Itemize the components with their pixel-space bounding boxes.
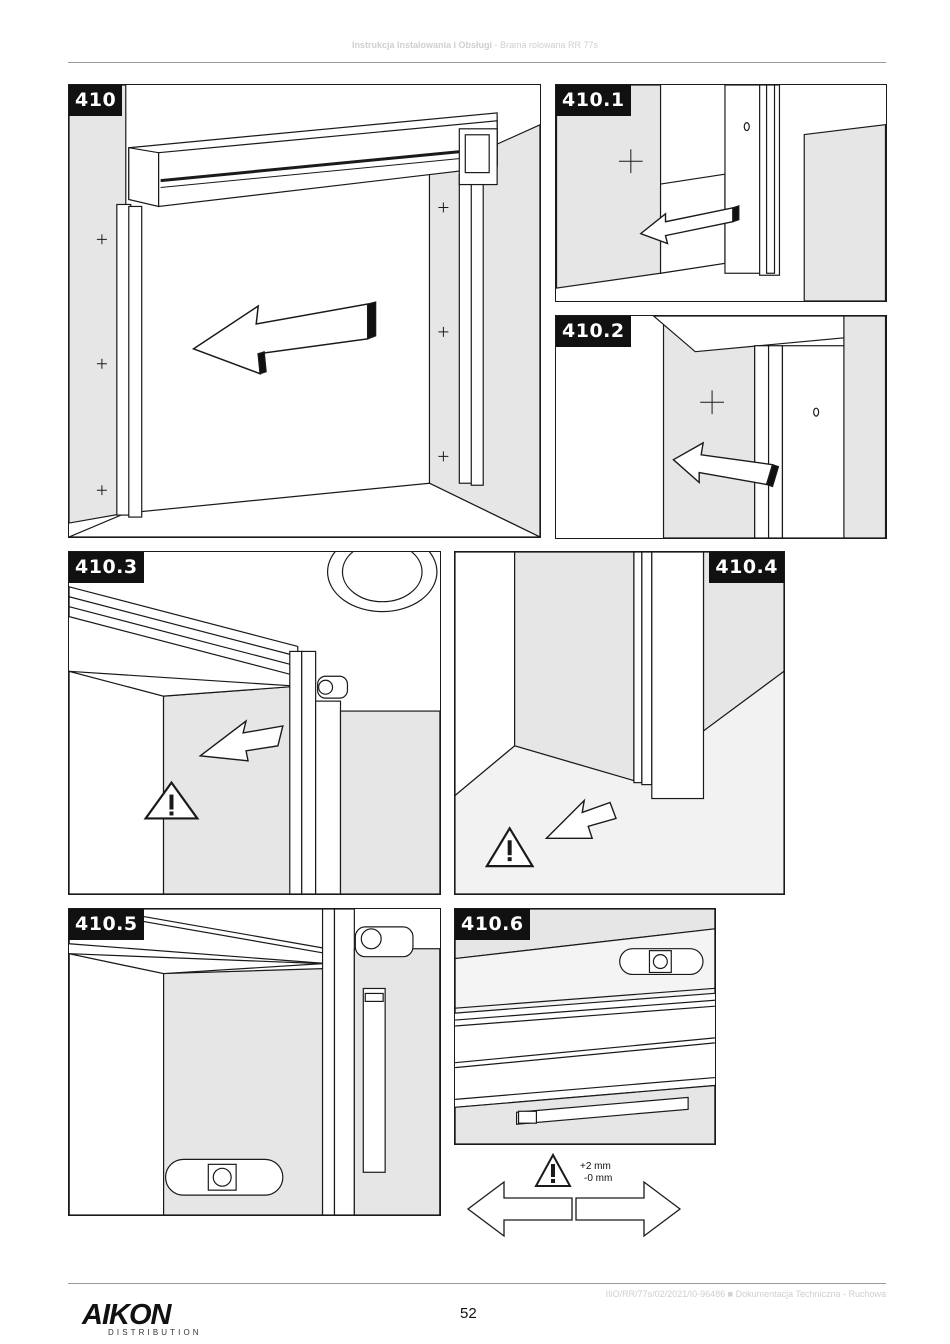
figure-label: 410.3	[69, 552, 144, 583]
figure-410-3-drawing	[69, 552, 440, 894]
figure-410-2: 410.2	[555, 315, 887, 539]
figure-410-5-drawing	[69, 909, 440, 1215]
fastener-cross-icon	[618, 149, 643, 174]
footer-doc-code: IIiO/RR/77s/02/2021/I0-96486 ■ Dokumenta…	[605, 1289, 886, 1299]
fastener-cross-icon	[700, 390, 724, 415]
figure-label: 410.5	[69, 909, 144, 940]
figure-410-2-drawing	[652, 316, 886, 538]
logo-main: AIKON	[82, 1299, 171, 1331]
figure-label: 410.1	[556, 85, 631, 116]
figure-label: 410.4	[709, 552, 784, 583]
figure-410-3: 410.3	[68, 551, 441, 895]
logo-sub: DISTRIBUTION	[108, 1328, 202, 1337]
page-number: 52	[460, 1305, 477, 1322]
tolerance-minus: -0 mm	[584, 1173, 613, 1184]
figure-410-6: 410.6	[454, 908, 716, 1145]
header-subtitle: - Brama rolowana RR 77s	[494, 40, 599, 50]
header-title: Instrukcja Instalowania i Obsługi	[351, 40, 492, 50]
figure-410-6-drawing	[455, 909, 715, 1144]
figure-label: 410	[69, 85, 123, 116]
figure-410-4-drawing	[455, 552, 784, 894]
warning-triangle-icon	[534, 1152, 572, 1187]
figure-410-4: 410.4	[454, 551, 785, 895]
footer-rule	[68, 1283, 886, 1284]
warning-triangle-icon	[143, 780, 200, 820]
page-header: Instrukcja Instalowania i Obsługi - Bram…	[0, 40, 950, 50]
tolerance-plus: +2 mm	[580, 1161, 611, 1172]
figure-410: 410	[68, 84, 541, 538]
figure-410-drawing	[69, 85, 540, 537]
figure-410-1: 410.1	[555, 84, 887, 302]
figure-label: 410.6	[455, 909, 530, 940]
figure-label: 410.2	[556, 316, 631, 347]
header-rule	[68, 62, 886, 63]
tolerance-text: +2 mm -0 mm	[580, 1161, 612, 1185]
figure-410-5: 410.5	[68, 908, 441, 1216]
company-logo: AIKON DISTRIBUTION	[82, 1299, 212, 1341]
figure-410-1-drawing	[556, 85, 886, 301]
direction-arrow-icon	[466, 1152, 682, 1238]
fastener-cross-icon	[96, 202, 449, 496]
warning-triangle-icon	[484, 826, 535, 868]
